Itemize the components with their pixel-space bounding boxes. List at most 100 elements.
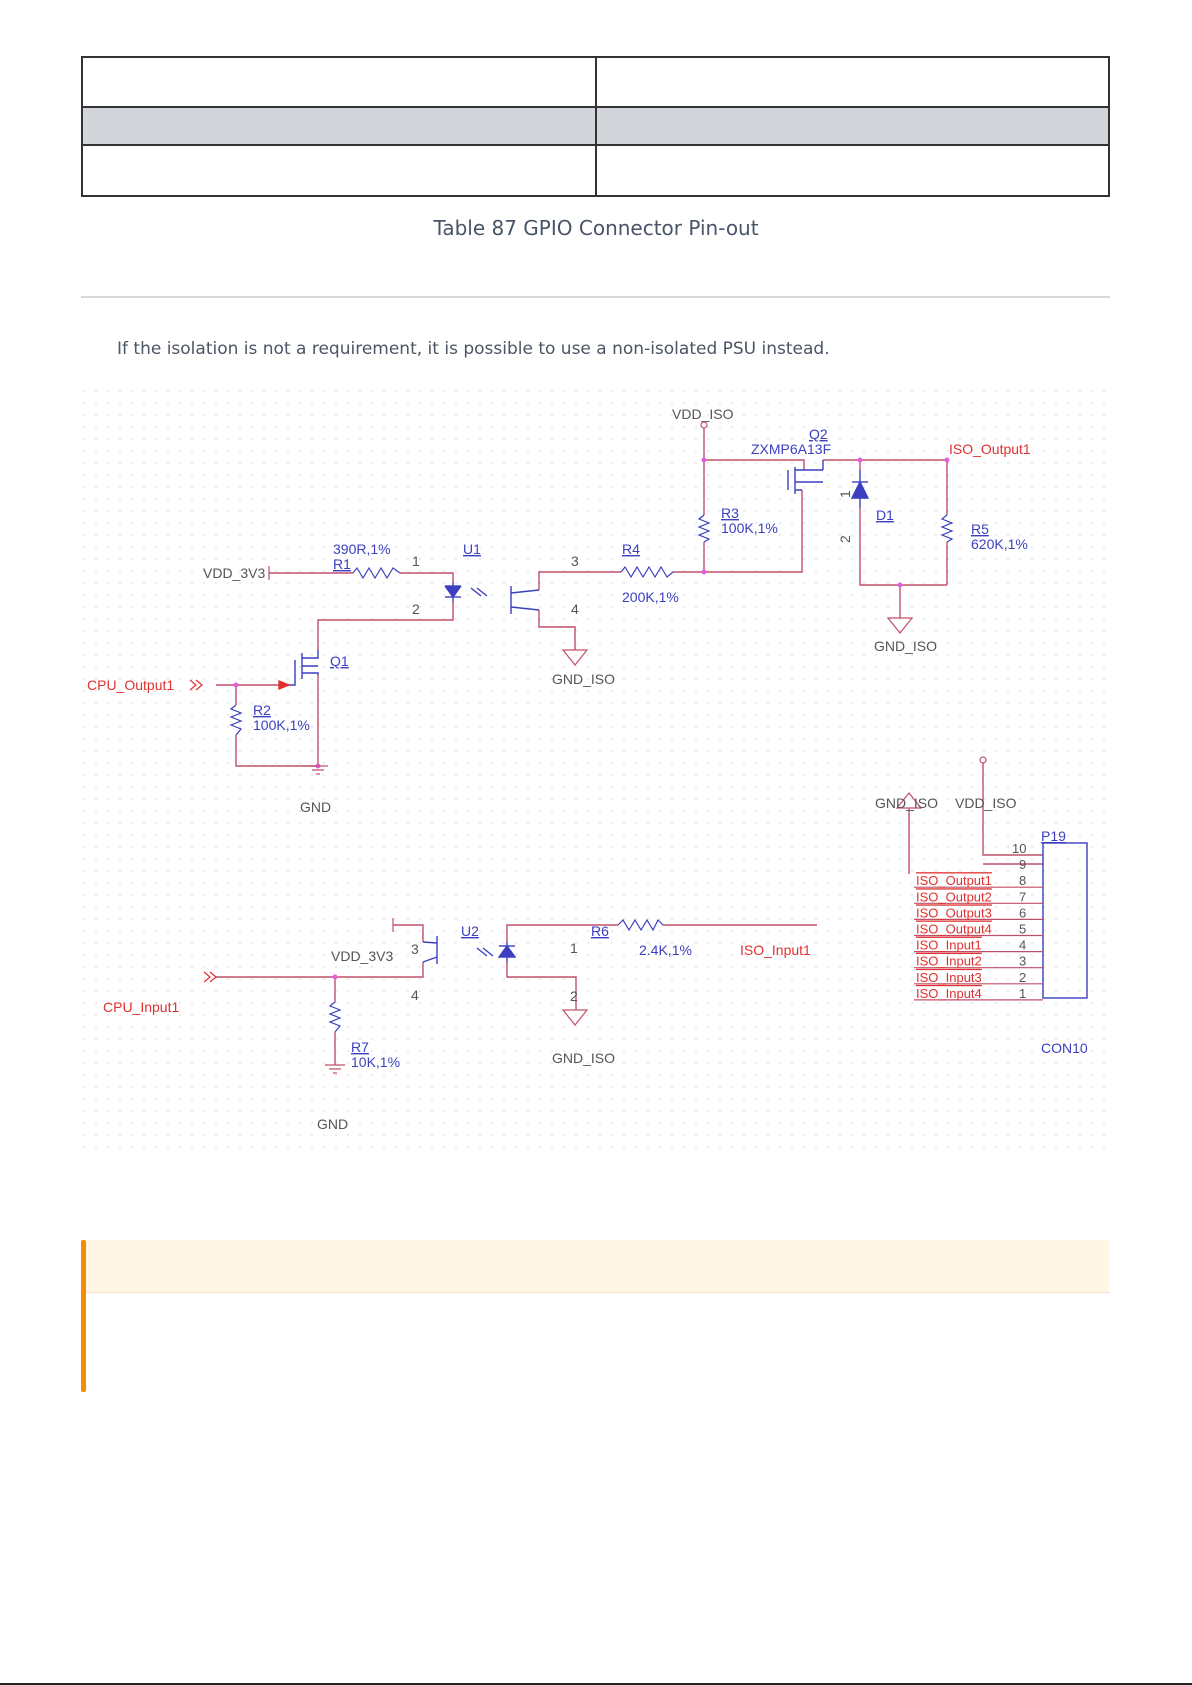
schematic-labels: VDD_ISO Q2 ZXMP6A13F ISO_Output1 R3 100K… bbox=[87, 406, 1088, 1132]
net-label-cpu-output1: CPU_Output1 bbox=[87, 677, 174, 693]
component-value-p19: CON10 bbox=[1041, 1040, 1088, 1056]
component-ref-u2: U2 bbox=[461, 923, 479, 939]
pin-u2-2: 2 bbox=[570, 988, 578, 1004]
connector-pin-number: 8 bbox=[1019, 873, 1026, 888]
junction-dots bbox=[233, 457, 950, 980]
r6-resistor bbox=[617, 918, 664, 932]
resistors bbox=[229, 514, 954, 1033]
pin-table bbox=[81, 56, 1110, 197]
mosfet-q2 bbox=[787, 460, 824, 494]
r2-resistor bbox=[229, 704, 243, 736]
net-label-gnd-iso-q2: GND_ISO bbox=[874, 638, 937, 654]
table-cell bbox=[81, 144, 597, 197]
net-label-gnd-iso-u2: GND_ISO bbox=[552, 1050, 615, 1066]
table-cell bbox=[594, 144, 1110, 197]
component-value-r6: 2.4K,1% bbox=[639, 942, 692, 958]
connector-pin-net: ISO_Output3 bbox=[916, 905, 992, 920]
ground-symbols bbox=[308, 617, 923, 1074]
pin-u1-3: 3 bbox=[571, 553, 579, 569]
net-label-vdd-3v3-u2: VDD_3V3 bbox=[331, 948, 393, 964]
connector-pin-net: ISO_Input4 bbox=[916, 986, 982, 1001]
component-ref-u1: U1 bbox=[463, 541, 481, 557]
connector-pin-number: 6 bbox=[1019, 905, 1026, 920]
connector-pin-number: 10 bbox=[1012, 841, 1026, 856]
page-bottom-border bbox=[0, 1683, 1192, 1685]
net-label-gnd-q1: GND bbox=[300, 799, 331, 815]
connector-p19 bbox=[1042, 842, 1088, 999]
net-label-vdd-iso: VDD_ISO bbox=[672, 406, 734, 422]
table-row bbox=[81, 144, 1110, 197]
r4-resistor bbox=[620, 565, 674, 579]
connector-pin-lines bbox=[914, 886, 1043, 1001]
pin-d1-1: 1 bbox=[837, 490, 853, 498]
component-value-r1: 390R,1% bbox=[333, 541, 391, 557]
pin-u1-1: 1 bbox=[412, 553, 420, 569]
power-symbols bbox=[268, 421, 987, 932]
component-value-r7: 10K,1% bbox=[351, 1054, 400, 1070]
intro-paragraph: If the isolation is not a requirement, i… bbox=[117, 339, 830, 359]
component-ref-r7: R7 bbox=[351, 1039, 369, 1055]
component-value-r4: 200K,1% bbox=[622, 589, 679, 605]
optocoupler-u2 bbox=[422, 936, 517, 964]
schematic-grid bbox=[83, 390, 1108, 1156]
connector-pin-net: ISO_Output2 bbox=[916, 889, 992, 904]
net-label-cpu-input1: CPU_Input1 bbox=[103, 999, 179, 1015]
component-value-q2: ZXMP6A13F bbox=[751, 441, 831, 457]
net-label-vdd-3v3-u1: VDD_3V3 bbox=[203, 565, 265, 581]
component-ref-q2: Q2 bbox=[809, 426, 828, 442]
section-divider bbox=[81, 296, 1110, 298]
pin-u1-2: 2 bbox=[412, 601, 420, 617]
component-ref-r3: R3 bbox=[721, 505, 739, 521]
connector-pin-number: 5 bbox=[1019, 922, 1026, 937]
component-ref-d1: D1 bbox=[876, 507, 894, 523]
r1-resistor bbox=[352, 566, 401, 580]
component-ref-r5: R5 bbox=[971, 521, 989, 537]
pin-u2-3: 3 bbox=[411, 941, 419, 957]
connector-pin-number: 3 bbox=[1019, 954, 1026, 969]
pin-u2-1: 1 bbox=[570, 940, 578, 956]
wires bbox=[216, 428, 1043, 1065]
table-cell bbox=[594, 56, 1110, 108]
connector-pin-net: ISO_Output4 bbox=[916, 922, 992, 937]
table-cell bbox=[81, 56, 597, 108]
r5-resistor bbox=[940, 514, 954, 543]
component-value-r3: 100K,1% bbox=[721, 520, 778, 536]
optocoupler-u1 bbox=[444, 582, 540, 614]
component-ref-r6: R6 bbox=[591, 923, 609, 939]
diode-d1 bbox=[850, 470, 870, 508]
callout-header bbox=[86, 1240, 1110, 1293]
connector-pin-number: 1 bbox=[1019, 986, 1026, 1001]
pin-u1-4: 4 bbox=[571, 601, 579, 617]
connector-pin-number: 2 bbox=[1019, 970, 1026, 985]
connector-pin-net: ISO_Input1 bbox=[916, 938, 982, 953]
connector-pin-net: ISO_Input2 bbox=[916, 954, 982, 969]
table-caption: Table 87 GPIO Connector Pin-out bbox=[433, 216, 759, 240]
component-value-r2: 100K,1% bbox=[253, 717, 310, 733]
connector-pin-number: 9 bbox=[1019, 857, 1026, 872]
net-label-gnd-r7: GND bbox=[317, 1116, 348, 1132]
r7-resistor bbox=[328, 1001, 342, 1033]
pin-d1-2: 2 bbox=[837, 535, 853, 543]
r3-resistor bbox=[697, 514, 711, 543]
callout-accent-bar bbox=[81, 1240, 86, 1392]
component-ref-r1: R1 bbox=[333, 556, 351, 572]
net-label-gnd-iso-u1: GND_ISO bbox=[552, 671, 615, 687]
connector-pin-net: ISO_Input3 bbox=[916, 970, 982, 985]
net-label-iso-input1: ISO_Input1 bbox=[740, 942, 811, 958]
net-label-iso-output1: ISO_Output1 bbox=[949, 441, 1031, 457]
connector-pin-number: 4 bbox=[1019, 938, 1026, 953]
net-label-vdd-iso-p19: VDD_ISO bbox=[955, 795, 1017, 811]
connector-pin-number: 7 bbox=[1019, 889, 1026, 904]
net-label-gnd-iso-p19: GND_ISO bbox=[875, 795, 938, 811]
table-cell bbox=[81, 105, 597, 147]
component-ref-p19: P19 bbox=[1041, 828, 1066, 844]
table-cell bbox=[594, 105, 1110, 147]
mosfet-q1 bbox=[278, 650, 319, 691]
connector-pin-net: ISO_Output1 bbox=[916, 873, 992, 888]
component-ref-r4: R4 bbox=[622, 541, 640, 557]
table-row bbox=[81, 105, 1110, 147]
component-ref-q1: Q1 bbox=[330, 653, 349, 669]
component-ref-r2: R2 bbox=[253, 702, 271, 718]
